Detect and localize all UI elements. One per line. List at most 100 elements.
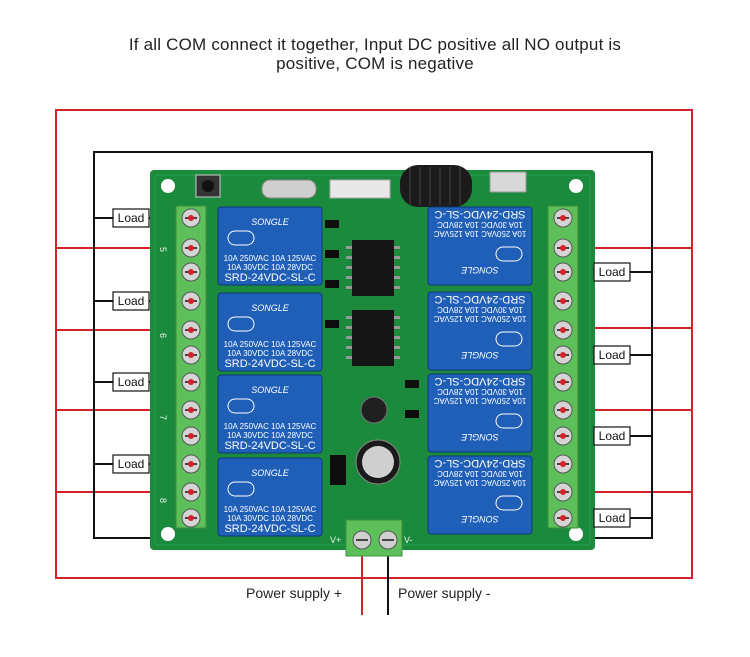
load-box: Load [112,208,150,228]
terminal-block-left [175,205,207,529]
ic-chip [352,240,394,296]
relay-rating-1: 10A 250VAC 10A 125VAC [224,254,317,263]
title-line-2: positive, COM is negative [276,54,474,73]
power-v-minus: V- [404,535,413,545]
relay-rating-2: 10A 30VDC 10A 28VDC [227,514,313,523]
relay-rating-1: 10A 250VAC 10A 125VAC [433,396,526,405]
screw-terminal [181,262,201,282]
antenna-coil [400,165,472,207]
screw-terminal [553,238,573,258]
mount-hole [161,527,175,541]
channel-number: 6 [158,333,168,338]
relay-model: SRD-24VDC-SL-C [224,523,315,535]
load-box: Load [593,262,631,282]
channel-number: 7 [158,415,168,420]
mount-hole [569,179,583,193]
relay-rating-1: 10A 250VAC 10A 125VAC [433,314,526,323]
load-label: Load [599,265,626,279]
screw-terminal [553,291,573,311]
load-box: Load [593,508,631,528]
screw-terminal [181,426,201,446]
relay-rating-1: 10A 250VAC 10A 125VAC [224,340,317,349]
relay-rating-2: 10A 30VDC 10A 28VDC [437,220,523,229]
relay-brand: SONGLE [460,432,499,442]
relay-rating-1: 10A 250VAC 10A 125VAC [433,478,526,487]
load-box: Load [593,345,631,365]
title-line-1: If all COM connect it together, Input DC… [128,35,622,54]
load-label: Load [118,294,145,308]
relay-model: SRD-24VDC-SL-C [224,358,315,370]
load-label: Load [599,429,626,443]
load-box: Load [593,426,631,446]
load-box: Load [112,454,150,474]
power-supply-minus-label: Power supply - [398,585,491,601]
load-label: Load [118,375,145,389]
screw-terminal [181,372,201,392]
terminal-block-right [547,205,579,529]
load-label: Load [118,457,145,471]
relay-rating-1: 10A 250VAC 10A 125VAC [433,229,526,238]
relay-brand: SONGLE [460,265,499,275]
relay-rating-2: 10A 30VDC 10A 28VDC [227,431,313,440]
channel-number: 5 [158,247,168,252]
screw-terminal [553,320,573,340]
load-box: Load [112,291,150,311]
relay-model: SRD-24VDC-SL-C [434,375,525,387]
relay-brand: SONGLE [251,217,290,227]
screw-terminal [181,291,201,311]
crystal [261,179,317,199]
screw-terminal [553,345,573,365]
relay-rating-2: 10A 30VDC 10A 28VDC [227,349,313,358]
screw-terminal [181,508,201,528]
load-box: Load [112,372,150,392]
relay-model: SRD-24VDC-SL-C [224,440,315,452]
screw-terminal [181,482,201,502]
relay-rating-2: 10A 30VDC 10A 28VDC [437,469,523,478]
screw-terminal [553,262,573,282]
relay-model: SRD-24VDC-SL-C [434,457,525,469]
relay-brand: SONGLE [251,303,290,313]
relay-rating-2: 10A 30VDC 10A 28VDC [437,305,523,314]
relay-rating-1: 10A 250VAC 10A 125VAC [224,505,317,514]
channel-number: 8 [158,498,168,503]
screw-terminal [181,238,201,258]
screw-terminal [553,454,573,474]
load-label: Load [118,211,145,225]
relay-brand: SONGLE [251,385,290,395]
ic-chip [352,310,394,366]
screw-terminal [553,508,573,528]
load-label: Load [599,511,626,525]
mount-hole [569,527,583,541]
power-v-plus: V+ [330,535,341,545]
relay-brand: SONGLE [460,514,499,524]
load-label: Load [599,348,626,362]
screw-terminal [181,400,201,420]
relay-model: SRD-24VDC-SL-C [224,272,315,284]
relay-model: SRD-24VDC-SL-C [434,208,525,220]
relay-brand: SONGLE [460,350,499,360]
mount-hole [161,179,175,193]
relay-model: SRD-24VDC-SL-C [434,293,525,305]
relay-rating-2: 10A 30VDC 10A 28VDC [437,387,523,396]
screw-terminal [553,400,573,420]
screw-terminal [553,482,573,502]
relay-brand: SONGLE [251,468,290,478]
power-supply-plus-label: Power supply + [246,585,343,601]
screw-terminal [553,208,573,228]
screw-terminal [181,454,201,474]
screw-terminal [181,208,201,228]
capacitor [360,396,388,424]
relay-rating-1: 10A 250VAC 10A 125VAC [224,422,317,431]
screw-terminal [553,372,573,392]
screw-terminal [181,320,201,340]
relay-rating-2: 10A 30VDC 10A 28VDC [227,263,313,272]
screw-terminal [181,345,201,365]
